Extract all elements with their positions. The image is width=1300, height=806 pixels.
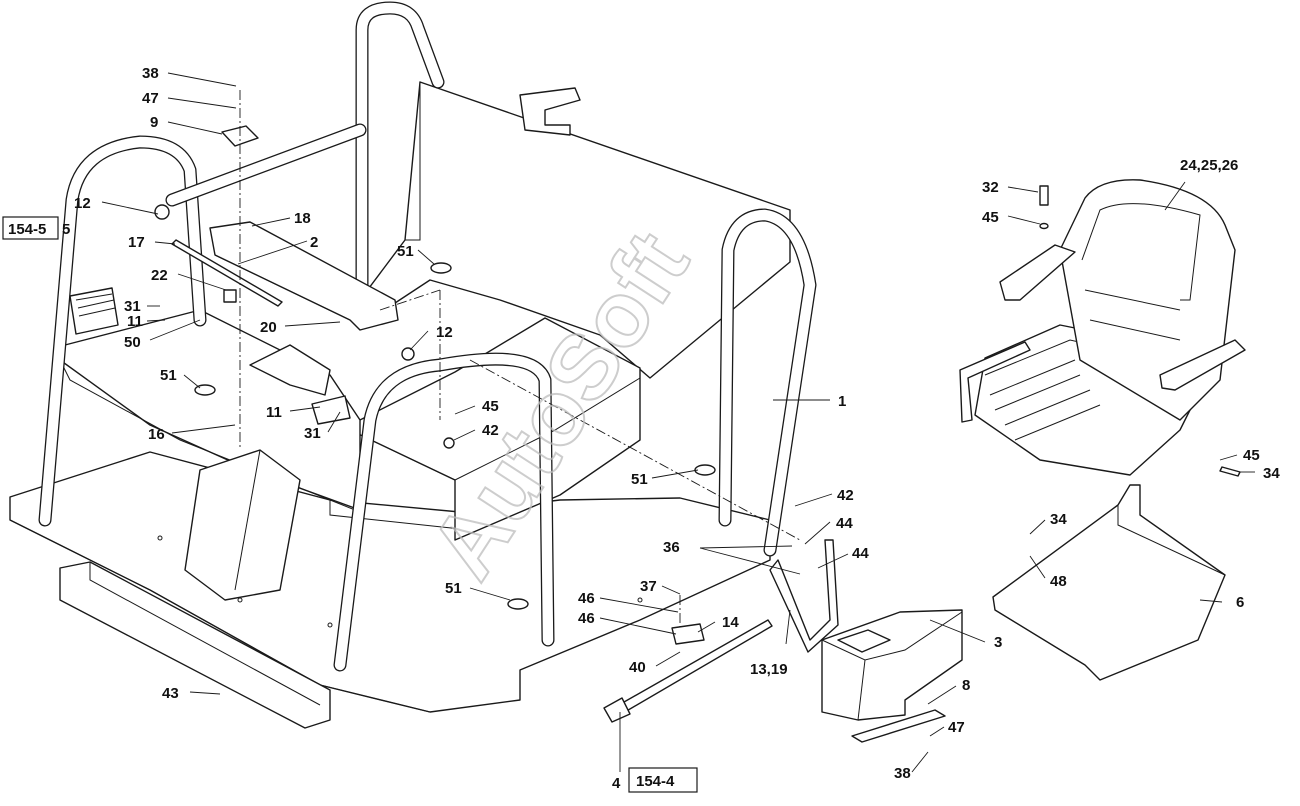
label-44b: 44 (852, 545, 869, 562)
label-8: 8 (962, 677, 970, 694)
label-47a: 47 (142, 90, 159, 107)
label-47b: 47 (948, 719, 965, 736)
label-42b: 42 (837, 487, 854, 504)
label-46b: 46 (578, 610, 595, 627)
label-45a: 45 (482, 398, 499, 415)
label-51d: 51 (445, 580, 462, 597)
label-1: 1 (838, 393, 846, 410)
small-parts-left (69, 90, 801, 640)
label-36: 36 (663, 539, 680, 556)
label-11b: 11 (266, 404, 282, 421)
reference-label-left: 154-5 (8, 221, 46, 238)
label-17: 17 (128, 234, 145, 251)
cabin-platform (9, 81, 791, 729)
label-43: 43 (162, 685, 179, 702)
label-40: 40 (629, 659, 646, 676)
label-45c: 45 (1243, 447, 1260, 464)
label-9: 9 (150, 114, 158, 131)
label-13-19: 13,19 (750, 661, 788, 678)
leader-lines (101, 72, 1255, 773)
label-24-25-26: 24,25,26 (1180, 157, 1238, 174)
label-5: 5 (62, 221, 70, 238)
callout-labels: 1 2 3 4 5 6 8 9 11 11 12 12 13,19 14 16 … (62, 65, 1280, 792)
label-16: 16 (148, 426, 165, 443)
label-2: 2 (310, 234, 318, 251)
label-11a: 11 (127, 313, 143, 330)
label-50: 50 (124, 334, 141, 351)
label-20: 20 (260, 319, 277, 336)
label-46a: 46 (578, 590, 595, 607)
label-38a: 38 (142, 65, 159, 82)
label-6: 6 (1236, 594, 1244, 611)
label-51c: 51 (631, 471, 648, 488)
label-31a: 31 (124, 298, 141, 315)
label-12a: 12 (74, 195, 91, 212)
label-51a: 51 (397, 243, 414, 260)
label-37: 37 (640, 578, 657, 595)
label-38b: 38 (894, 765, 911, 782)
seat (959, 179, 1246, 477)
label-48: 48 (1050, 573, 1067, 590)
reference-box-left[interactable]: 154-5 (2, 216, 59, 240)
label-51b: 51 (160, 367, 177, 384)
reference-label-bottom: 154-4 (636, 773, 675, 790)
label-34b: 34 (1050, 511, 1067, 528)
label-45b: 45 (982, 209, 999, 226)
label-14: 14 (722, 614, 739, 631)
label-32: 32 (982, 179, 999, 196)
label-12b: 12 (436, 324, 453, 341)
label-34a: 34 (1263, 465, 1280, 482)
label-18: 18 (294, 210, 311, 227)
label-4: 4 (612, 775, 621, 792)
reference-box-bottom[interactable]: 154-4 (628, 767, 698, 793)
label-44a: 44 (836, 515, 853, 532)
label-31b: 31 (304, 425, 321, 442)
label-42a: 42 (482, 422, 499, 439)
label-3: 3 (994, 634, 1002, 651)
label-22: 22 (151, 267, 168, 284)
right-hardware (603, 484, 1226, 743)
